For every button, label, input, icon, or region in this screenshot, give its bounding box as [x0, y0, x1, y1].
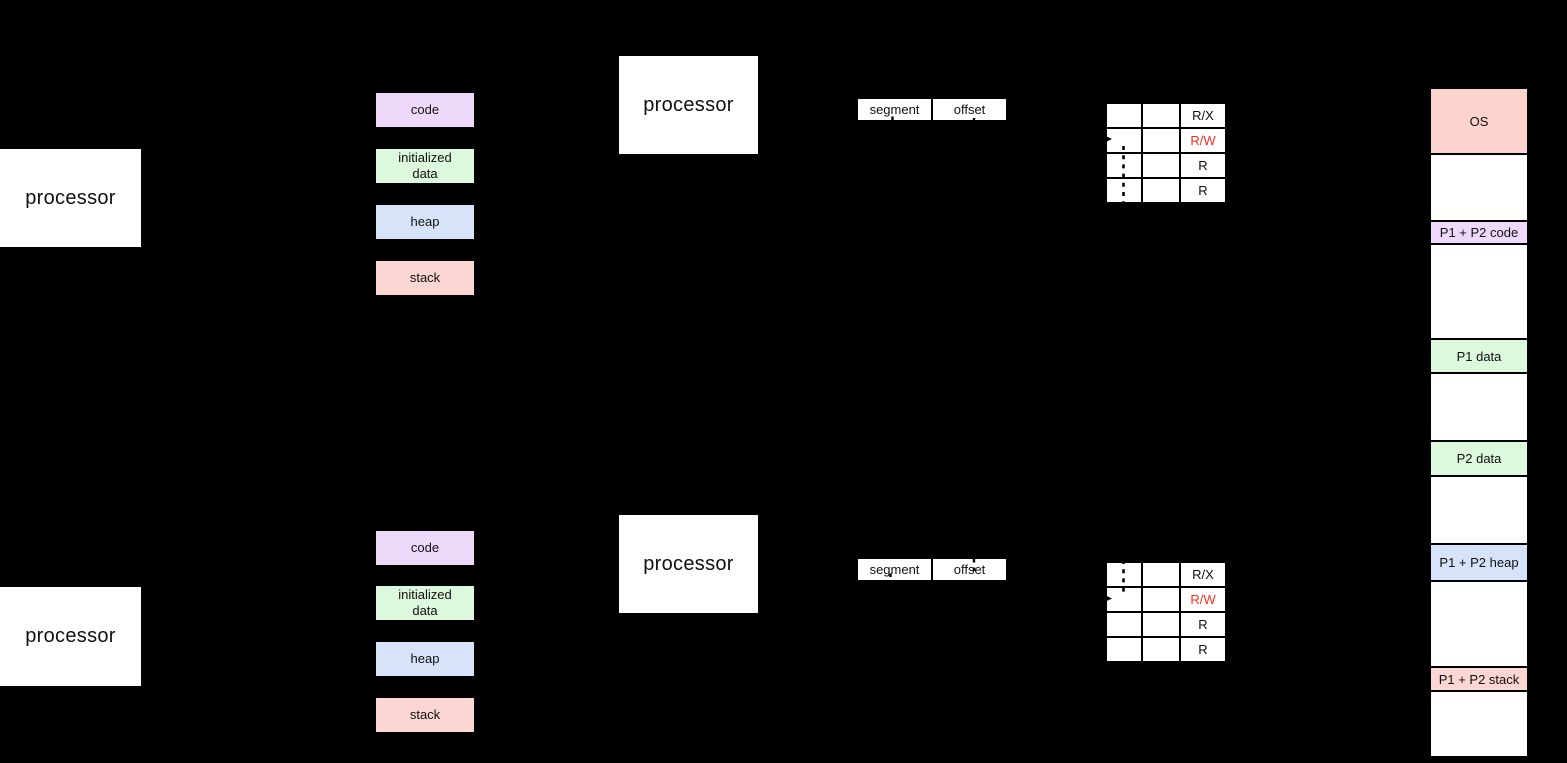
- memory-cell-label: P1 data: [1456, 348, 1502, 364]
- segment-label: stack: [409, 706, 441, 722]
- physical-memory-column: OS P1 + P2 code P1 data P2 data P1 + P2 …: [1431, 89, 1527, 756]
- base-cell: [1105, 611, 1143, 638]
- limit-cell: [1141, 152, 1181, 179]
- p1-segment-table: R/X R/W R R: [1105, 102, 1227, 204]
- segment-label: heap: [410, 650, 440, 666]
- memory-cell-label: P1 + P2 code: [1439, 225, 1519, 240]
- perm-cell: R/X: [1179, 561, 1227, 588]
- segment-label: code: [410, 539, 440, 555]
- memory-cell-p1-data: P1 data: [1431, 340, 1527, 372]
- memory-cell-os: OS: [1431, 89, 1527, 153]
- processor-box-p2: processor: [0, 587, 141, 686]
- p1-segment-stack: stack: [376, 261, 474, 295]
- limit-cell: [1141, 561, 1181, 588]
- perm-cell: R/W: [1179, 586, 1227, 613]
- memory-cell-label: P2 data: [1456, 451, 1502, 466]
- perm-cell: R/X: [1179, 102, 1227, 129]
- limit-cell: [1141, 636, 1181, 663]
- perm-cell: R: [1179, 177, 1227, 204]
- table-row: R/W: [1105, 127, 1227, 154]
- segment-label: heap: [410, 213, 440, 229]
- p2-segment-code: code: [376, 531, 474, 565]
- p2-segment-table: R/X R/W R R: [1105, 561, 1227, 663]
- perm-cell: R: [1179, 636, 1227, 663]
- perm-cell: R: [1179, 152, 1227, 179]
- processor-label: processor: [643, 552, 734, 575]
- base-cell: [1105, 152, 1143, 179]
- limit-cell: [1141, 611, 1181, 638]
- processor-label: processor: [25, 625, 116, 647]
- segment-label: stack: [409, 269, 441, 285]
- limit-cell: [1141, 177, 1181, 204]
- memory-cell-free: [1431, 582, 1527, 666]
- p1-segment-initialized-data: initialized data: [376, 149, 474, 183]
- table-row: R/X: [1105, 561, 1227, 588]
- p1-segment-heap: heap: [376, 205, 474, 239]
- p2-segment-heap: heap: [376, 642, 474, 676]
- memory-cell-p2-data: P2 data: [1431, 442, 1527, 475]
- processor-box-p1-mmu: processor: [619, 56, 758, 154]
- base-cell: [1105, 586, 1143, 613]
- processor-label: processor: [643, 93, 734, 116]
- processor-box-p2-mmu: processor: [619, 515, 758, 613]
- segment-field: segment: [856, 97, 933, 122]
- processor-label: processor: [25, 186, 116, 209]
- table-row: R: [1105, 152, 1227, 179]
- memory-cell-label: P1 + P2 stack: [1438, 671, 1520, 687]
- table-row: R/W: [1105, 586, 1227, 613]
- table-row: R: [1105, 611, 1227, 638]
- p1-segment-code: code: [376, 93, 474, 127]
- memory-cell-label: P1 + P2 heap: [1439, 555, 1519, 570]
- table-row: R: [1105, 636, 1227, 663]
- limit-cell: [1141, 127, 1181, 154]
- processor-box-p1: processor: [0, 149, 141, 247]
- base-cell: [1105, 561, 1143, 588]
- table-row: R/X: [1105, 102, 1227, 129]
- memory-cell-free: [1431, 155, 1527, 220]
- segment-label: initialized data: [398, 586, 452, 618]
- perm-cell: R/W: [1179, 127, 1227, 154]
- offset-field: offset: [931, 557, 1008, 582]
- base-cell: [1105, 636, 1143, 663]
- p2-logical-address: segment offset: [856, 557, 1008, 582]
- table-row: R: [1105, 177, 1227, 204]
- base-cell: [1105, 127, 1143, 154]
- memory-cell-p1-p2-stack: P1 + P2 stack: [1431, 668, 1527, 690]
- base-cell: [1105, 102, 1143, 129]
- limit-cell: [1141, 586, 1181, 613]
- segment-label: code: [410, 101, 440, 117]
- memory-cell-free: [1431, 374, 1527, 440]
- segment-field: segment: [856, 557, 933, 582]
- p2-segment-stack: stack: [376, 698, 474, 732]
- p1-logical-address: segment offset: [856, 97, 1008, 122]
- perm-cell: R: [1179, 611, 1227, 638]
- memory-cell-free: [1431, 245, 1527, 338]
- memory-cell-free: [1431, 477, 1527, 543]
- memory-cell-label: OS: [1469, 113, 1489, 129]
- p2-segment-initialized-data: initialized data: [376, 586, 474, 620]
- memory-cell-free: [1431, 692, 1527, 756]
- memory-cell-p1-p2-heap: P1 + P2 heap: [1431, 545, 1527, 580]
- segment-label: initialized data: [398, 149, 452, 181]
- offset-field: offset: [931, 97, 1008, 122]
- base-cell: [1105, 177, 1143, 204]
- memory-cell-p1-p2-code: P1 + P2 code: [1431, 222, 1527, 243]
- limit-cell: [1141, 102, 1181, 129]
